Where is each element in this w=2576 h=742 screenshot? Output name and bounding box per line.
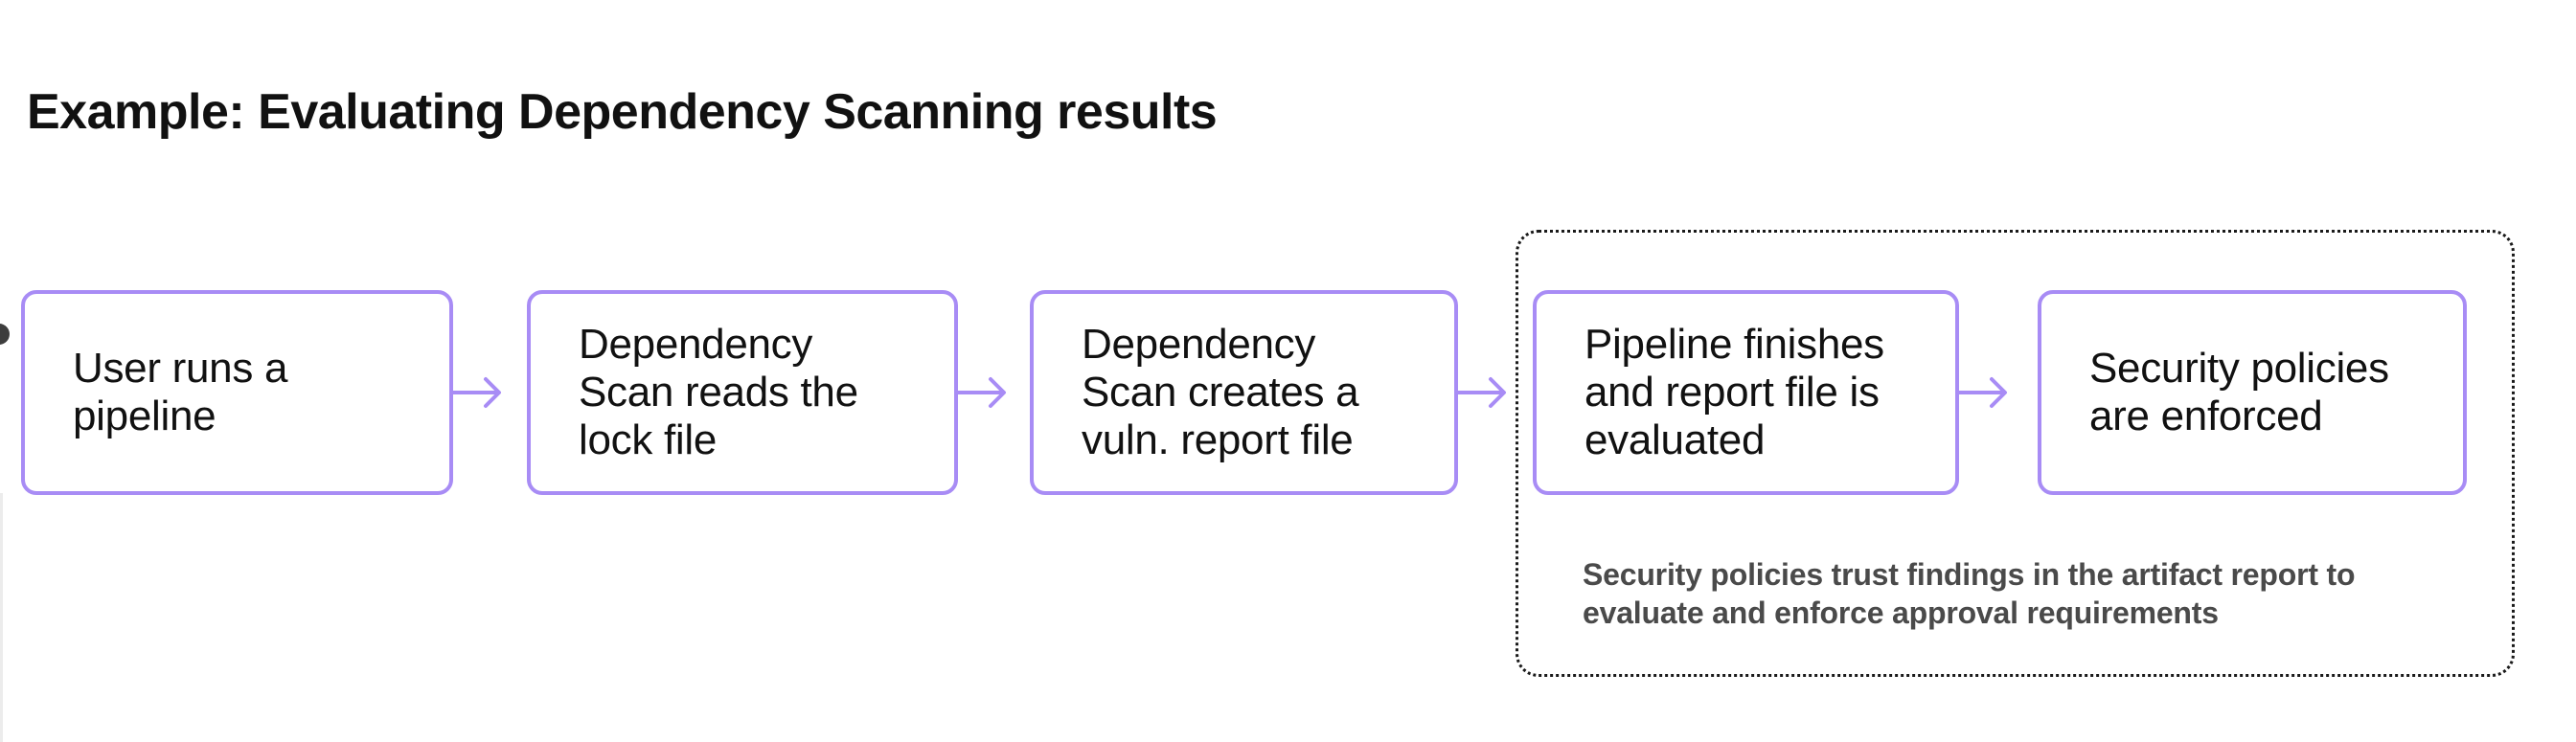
node-label-line: User runs a	[73, 345, 288, 392]
node-label-line: evaluated	[1584, 416, 1766, 463]
node-label-line: Scan creates a	[1082, 369, 1359, 416]
node-label-line: vuln. report file	[1082, 416, 1354, 463]
node-label-line: Scan reads the	[579, 369, 858, 416]
flow-node-scan-reads-lock-file: Dependency Scan reads the lock file	[527, 290, 958, 495]
flow-node-policies-enforced: Security policies are enforced	[2038, 290, 2467, 495]
flow-arrow-icon	[1957, 371, 2018, 414]
flow-arrow-icon	[1456, 371, 1517, 414]
node-label-line: Security policies	[2089, 345, 2389, 392]
node-label-line: Pipeline finishes	[1584, 321, 1884, 368]
note-line: evaluate and enforce approval requiremen…	[1583, 596, 2219, 630]
node-label-line: are enforced	[2089, 393, 2323, 439]
policy-evaluation-note: Security policies trust findings in the …	[1583, 555, 2521, 632]
left-edge-partial-dot	[0, 324, 10, 345]
note-line: Security policies trust findings in the …	[1583, 557, 2356, 592]
page-title: Example: Evaluating Dependency Scanning …	[27, 84, 1218, 140]
node-label-line: pipeline	[73, 393, 217, 439]
left-edge-divider	[0, 493, 3, 742]
flow-node-user-runs-pipeline: User runs a pipeline	[21, 290, 453, 495]
flow-arrow-icon	[956, 371, 1017, 414]
node-label-line: Dependency	[579, 321, 813, 368]
node-label-line: lock file	[579, 416, 718, 463]
flow-node-scan-creates-report: Dependency Scan creates a vuln. report f…	[1030, 290, 1458, 495]
node-label-line: and report file is	[1584, 369, 1880, 416]
node-label-line: Dependency	[1082, 321, 1316, 368]
flow-node-pipeline-finishes: Pipeline finishes and report file is eva…	[1533, 290, 1959, 495]
policy-evaluation-group	[1516, 230, 2515, 677]
flow-arrow-icon	[451, 371, 513, 414]
